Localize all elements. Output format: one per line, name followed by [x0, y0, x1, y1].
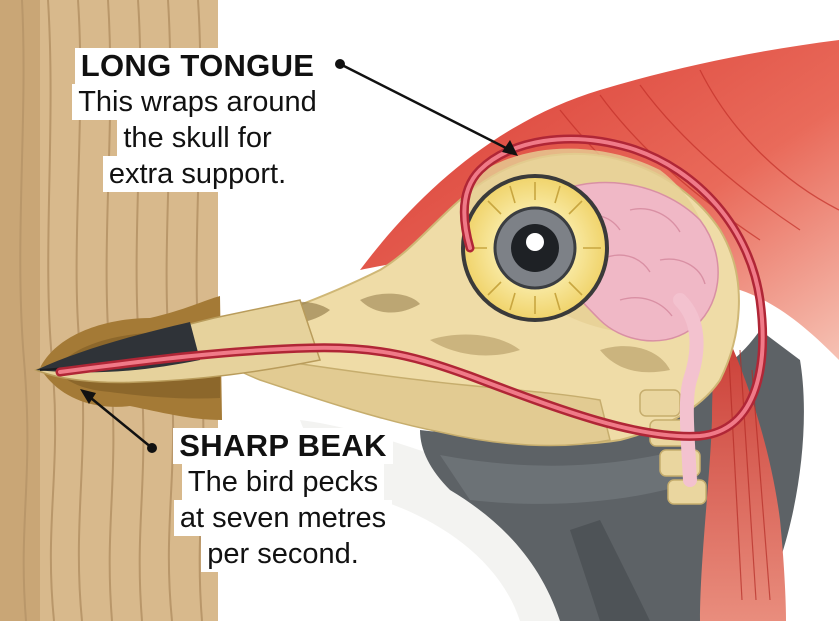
long-tongue-text-line-3: extra support. — [103, 156, 292, 192]
long-tongue-text-line-1: This wraps around — [72, 84, 323, 120]
sharp-beak-text-line-2: at seven metres — [174, 500, 392, 536]
sharp-beak-text-line-3: per second. — [201, 536, 365, 572]
eye — [463, 176, 607, 320]
long-tongue-callout: LONG TONGUE This wraps around the skull … — [60, 48, 335, 192]
tongue-leader-line — [335, 59, 518, 156]
sharp-beak-callout: SHARP BEAK The bird pecks at seven metre… — [162, 428, 404, 572]
sharp-beak-title: SHARP BEAK — [173, 428, 392, 464]
long-tongue-text-line-2: the skull for — [117, 120, 277, 156]
sharp-beak-text-line-1: The bird pecks — [182, 464, 384, 500]
long-tongue-title: LONG TONGUE — [75, 48, 321, 84]
